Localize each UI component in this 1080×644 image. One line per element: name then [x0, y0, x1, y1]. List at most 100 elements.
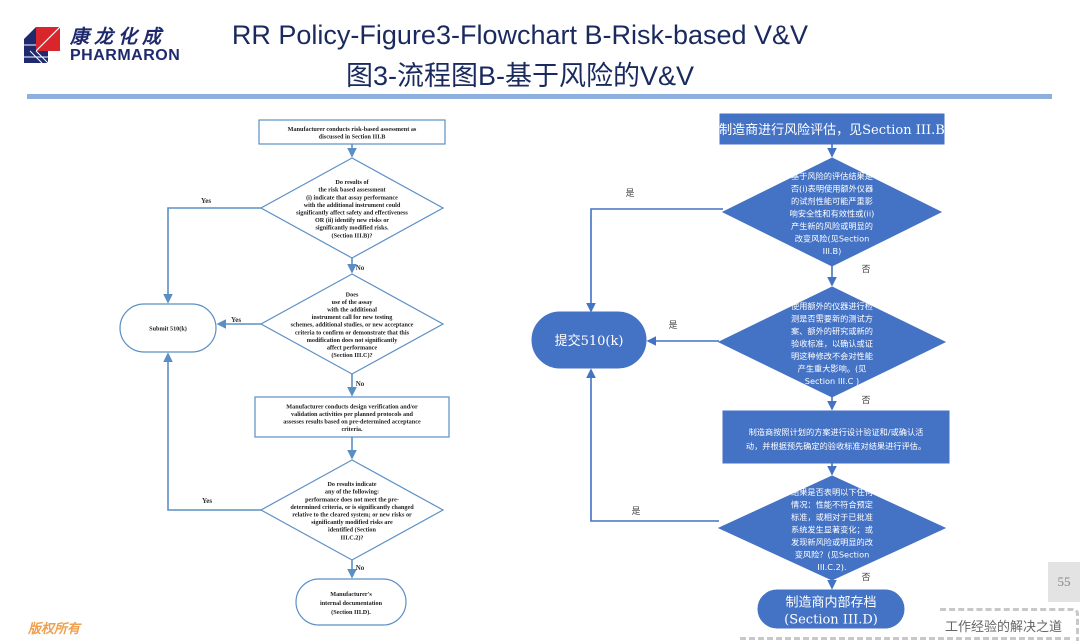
node-text-vv-line: 制造商按照计划的方案进行设计验证和/或确认活	[749, 427, 924, 437]
node-text-q3-line: III.C.2)?	[340, 534, 363, 541]
english-flowchart: Manufacturer conducts risk-based assessm…	[119, 119, 450, 626]
flow-node-submit: 提交510(k)	[531, 311, 647, 369]
flow-node-vv: Manufacturer conducts design verificatio…	[254, 396, 450, 438]
node-text-q2-line: criteria to confirm or demonstrate that …	[295, 329, 410, 336]
node-text-vv: 制造商按照计划的方案进行设计验证和/或确认活动，并根据预先确定的验收标准对结果进…	[746, 427, 926, 451]
node-text-q2-line: 案、额外的研究或新的	[791, 326, 873, 336]
label-no-q3: 否	[861, 572, 870, 583]
watermark-border-bottom	[740, 637, 1070, 640]
node-text-start: 制造商进行风险评估，见Section III.B	[719, 123, 945, 138]
label-yes-q1: Yes	[201, 197, 211, 205]
node-text-q2-line: (Section III.C)?	[331, 352, 372, 359]
flow-node-q3: 结果是否表明以下任何情况：性能不符合预定标准，或相对于已批准系统发生显著变化；或…	[717, 475, 947, 581]
logo-english-name: PHARMARON	[70, 47, 181, 64]
copyright-text: 版权所有	[28, 622, 81, 637]
node-text-start-line: Manufacturer conducts risk-based assessm…	[288, 126, 417, 133]
label-no-q1: No	[356, 264, 365, 272]
node-text-q3-line: performance does not meet the pre-	[305, 496, 399, 503]
node-text-q2-line: 测是否需要新的测试方	[791, 313, 873, 323]
node-text-vv-line: Manufacturer conducts design verificatio…	[286, 403, 418, 410]
connector-q1-yes	[586, 208, 723, 313]
node-text-q1-line: Do results of	[335, 179, 369, 186]
chinese-flowchart: 制造商进行风险评估，见Section III.B 基于风险的评估结果是否(i)表明…	[531, 113, 950, 629]
node-text-q2-line: 验收标准，以确认或证	[791, 338, 873, 348]
node-text-q3-line: 标准，或相对于已批准	[791, 512, 873, 522]
node-text-q2-line: use of the assay	[332, 299, 374, 306]
node-text-doc-line: Manufacturer's	[330, 591, 372, 598]
node-text-doc-line: 制造商内部存档	[785, 594, 876, 610]
node-text-q2-line: Section III.C )	[805, 376, 859, 386]
flow-node-doc: 制造商内部存档 (Section III.D)	[757, 589, 905, 629]
node-text-q2-line: instrument call for new testing	[312, 314, 394, 321]
flow-node-start: 制造商进行风险评估，见Section III.B	[719, 113, 945, 145]
slide-title-english: RR Policy-Figure3-Flowchart B-Risk-based…	[231, 20, 809, 50]
flow-node-start: Manufacturer conducts risk-based assessm…	[258, 119, 446, 145]
page-number: 55	[1048, 562, 1080, 602]
node-text-q2-line: modification does not significantly	[307, 337, 398, 344]
node-text-q2: 使用额外的仪器进行检测是否需要新的测试方案、额外的研究或新的验收标准，以确认或证…	[791, 301, 873, 386]
node-text-q1-line: 改变风险(见Section	[795, 233, 870, 243]
watermark-border	[940, 608, 1079, 641]
node-text-q1-line: OR (ii) identify new risks or	[315, 217, 389, 224]
node-text-q1-line: 的试剂性能可能严重影	[791, 196, 873, 206]
node-text-q1-line: 基于风险的评估结果是	[791, 171, 873, 181]
node-text-q2-line: affect performance	[327, 344, 378, 351]
decision-diamond	[717, 475, 947, 581]
node-text-vv: Manufacturer conducts design verificatio…	[283, 403, 421, 433]
flow-node-submit: Submit 510(k)	[119, 303, 217, 353]
node-text-start: Manufacturer conducts risk-based assessm…	[288, 126, 417, 141]
label-no-q2: 否	[861, 395, 870, 406]
node-text-submit: Submit 510(k)	[149, 326, 187, 333]
node-text-q2-line: 产生重大影响。(见	[798, 363, 867, 373]
node-text-submit-line: Submit 510(k)	[149, 326, 187, 333]
flow-node-q2: 使用额外的仪器进行检测是否需要新的测试方案、额外的研究或新的验收标准，以确认或证…	[717, 286, 947, 398]
node-text-q1-line: (i) indicate that assay performance	[306, 194, 398, 201]
node-text-q1-line: with the additional instrument could	[304, 202, 401, 209]
connector-q3-yes	[586, 368, 719, 522]
process-box	[719, 113, 945, 145]
node-text-vv-line: 动，并根据预先确定的验收标准对结果进行评估。	[746, 441, 926, 451]
node-text-q1-line: significantly affect safety and effectiv…	[296, 209, 408, 216]
node-text-q3-line: 发现新风险或明显的改	[791, 537, 873, 547]
node-text-q3-line: Do results indicate	[327, 481, 376, 488]
title-divider	[27, 94, 1052, 99]
process-box	[722, 410, 950, 464]
node-text-submit-line: 提交510(k)	[555, 333, 624, 349]
label-yes-q2: Yes	[231, 316, 241, 324]
logo-chinese-name: 康龙化成	[70, 26, 167, 48]
slide-title-chinese: 图3-流程图B-基于风险的V&V	[345, 61, 695, 91]
node-text-q3-line: identified (Section	[328, 527, 377, 534]
node-text-q1: 基于风险的评估结果是否(i)表明使用额外仪器的试剂性能可能严重影响安全性和有效性…	[790, 171, 875, 256]
connector-q3-yes	[163, 352, 261, 511]
label-yes-q2: 是	[668, 320, 677, 331]
node-text-start-line: discussed in Section III.B	[319, 133, 386, 140]
node-text-q2-line: 明这种修改不会对性能	[791, 351, 873, 361]
node-text-doc-line: internal documentation	[320, 600, 383, 607]
terminal-box	[295, 578, 407, 626]
node-text-q1-line: III.B)	[823, 246, 842, 256]
label-yes-q3: Yes	[202, 497, 212, 505]
watermark-text: 工作经验的解决之道	[945, 620, 1063, 635]
pharmaron-logo-icon	[24, 26, 61, 64]
node-text-start-line: 制造商进行风险评估，见Section III.B	[719, 123, 945, 138]
decision-diamond	[259, 157, 445, 259]
node-text-q3-line: III.C.2).	[817, 562, 846, 572]
flow-node-vv: 制造商按照计划的方案进行设计验证和/或确认活动，并根据预先确定的验收标准对结果进…	[722, 410, 950, 464]
node-text-submit: 提交510(k)	[555, 333, 624, 349]
node-text-q1-line: 否(i)表明使用额外仪器	[791, 183, 873, 193]
pharmaron-logo: 康龙化成 PHARMARON	[22, 22, 180, 66]
label-no-q3: No	[356, 564, 365, 572]
node-text-doc-line: (Section III.D)	[784, 612, 878, 627]
label-yes-q3: 是	[631, 506, 640, 517]
process-box	[254, 396, 450, 438]
node-text-q3: 结果是否表明以下任何情况：性能不符合预定标准，或相对于已批准系统发生显著变化；或…	[791, 487, 873, 572]
node-text-vv-line: criteria.	[341, 426, 363, 433]
node-text-q3-line: relative to the cleared system; or new r…	[292, 511, 412, 518]
